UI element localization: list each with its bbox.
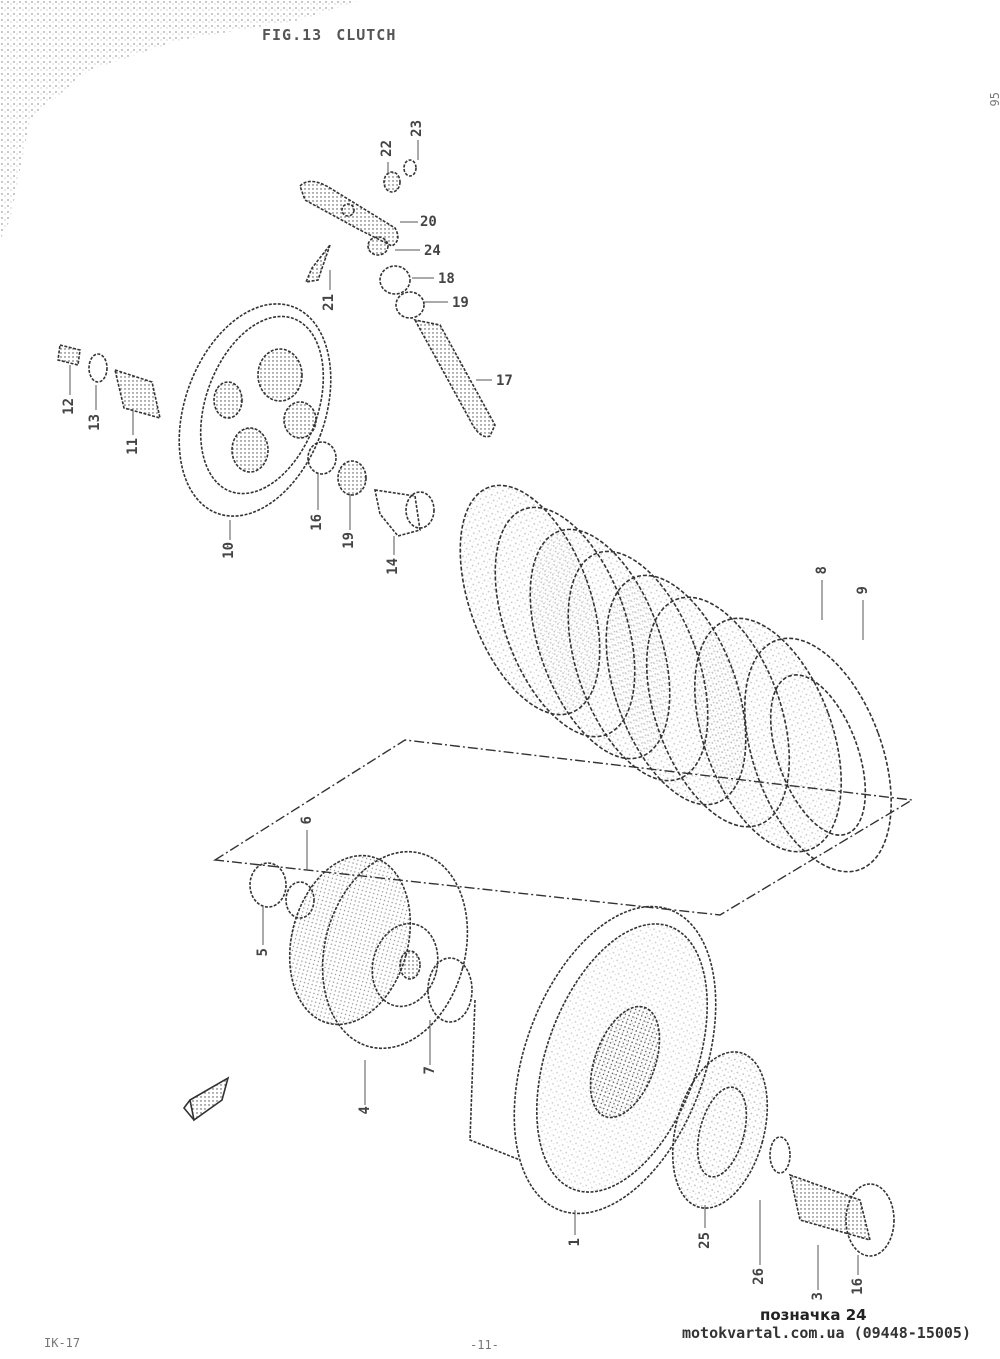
pressure-plate-assembly [57,303,435,537]
part-label-17: 17 [496,373,513,389]
part-label-16-bottom: 16 [850,1278,866,1295]
footer-reference: IK-17 [44,1336,81,1350]
part-label-22: 22 [379,140,395,157]
part-label-20: 20 [420,214,437,230]
part-label-12: 12 [61,398,77,415]
part-label-19-bottom: 19 [341,532,357,549]
figure-code: FIG.13 [262,26,323,44]
part-label-18: 18 [438,271,455,287]
part-label-10: 10 [221,542,237,559]
figure-name: CLUTCH [336,26,397,44]
front-direction-arrow-icon [182,1076,230,1122]
part-label-19-top: 19 [452,295,469,311]
part-label-4: 4 [357,1106,373,1115]
part-label-3: 3 [810,1292,826,1301]
assembly-frame [212,739,915,916]
figure-title: FIG.13 CLUTCH [262,26,410,44]
release-arm-assembly [299,159,496,438]
part-label-26: 26 [751,1268,767,1285]
clutch-plate-stack [459,484,892,873]
footer-page-number: -11- [470,1338,499,1352]
part-label-7: 7 [422,1066,438,1075]
part-label-9: 9 [855,586,871,595]
part-label-1: 1 [567,1238,583,1247]
part-label-21: 21 [321,294,337,311]
scan-noise [0,0,360,240]
part-label-24: 24 [424,243,441,259]
part-label-16: 16 [309,514,325,531]
sleeve-hub-assembly [249,850,473,1050]
clutch-housing-assembly [469,905,895,1257]
side-mark: 95 [988,92,1000,107]
leader-lines [69,140,864,1290]
part-label-13: 13 [87,414,103,431]
part-label-23: 23 [409,120,425,137]
part-label-6: 6 [299,816,315,825]
tag-label: позначка 24 [760,1306,867,1324]
part-label-11: 11 [125,438,141,455]
part-label-5: 5 [255,948,271,957]
part-label-25: 25 [697,1232,713,1249]
part-label-14: 14 [385,558,401,575]
part-label-8: 8 [814,566,830,575]
site-watermark: motokvartal.com.ua (09448-15005) [682,1324,971,1342]
